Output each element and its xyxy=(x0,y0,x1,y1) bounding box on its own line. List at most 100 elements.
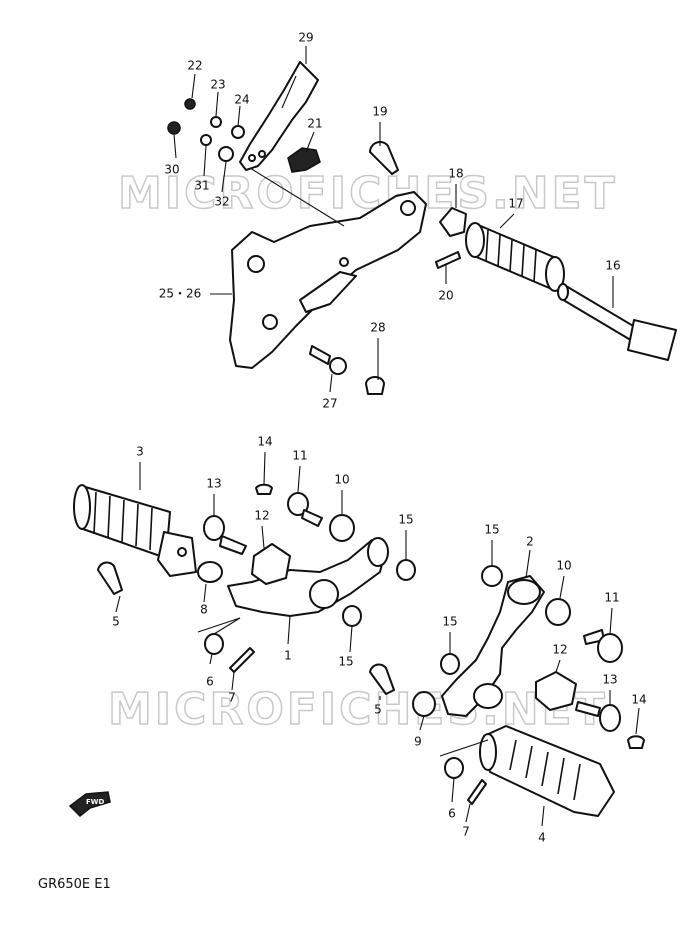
callout-3: 3 xyxy=(136,445,144,459)
bush-10 xyxy=(329,514,355,542)
bush-10 xyxy=(545,598,571,626)
washer-6 xyxy=(204,633,224,655)
spring-8 xyxy=(197,561,223,583)
watermark-top: MICROFICHES.NET xyxy=(118,168,618,219)
bracket-boss xyxy=(247,255,265,273)
watermark-bottom: MICROFICHES.NET xyxy=(108,684,608,735)
callout-17: 17 xyxy=(508,197,523,211)
callout-28: 28 xyxy=(370,321,385,335)
spring-9 xyxy=(412,691,436,717)
callout-19: 19 xyxy=(372,105,387,119)
callout-22: 22 xyxy=(187,59,202,73)
washer-32 xyxy=(218,146,234,162)
washer-24 xyxy=(231,125,245,139)
svg-text:FWD: FWD xyxy=(86,798,105,806)
bolt-11 xyxy=(287,492,323,527)
washer-15 xyxy=(440,653,460,675)
callout-15: 15 xyxy=(484,523,499,537)
bracket-boss xyxy=(473,683,503,709)
callout-5: 5 xyxy=(112,615,120,629)
callout-14: 14 xyxy=(631,693,646,707)
model-code: GR650E E1 xyxy=(38,877,111,892)
bracket-hole xyxy=(339,257,349,267)
callout-4: 4 xyxy=(538,831,546,845)
left-front-footrest-assembly xyxy=(73,451,416,691)
callout-6: 6 xyxy=(448,807,456,821)
footrest-3 xyxy=(73,484,197,577)
bracket-slot xyxy=(281,75,297,109)
callout-13: 13 xyxy=(602,673,617,687)
footrest-bracket-1 xyxy=(227,539,387,617)
collar-12 xyxy=(535,671,577,711)
bracket-cutout xyxy=(299,271,357,313)
cap-28 xyxy=(365,376,385,395)
bolt-13 xyxy=(575,701,621,732)
bracket-boss xyxy=(309,579,339,609)
washer-6 xyxy=(444,757,464,779)
callout-15: 15 xyxy=(338,655,353,669)
stopper-21 xyxy=(287,147,321,173)
bracket-strap-29 xyxy=(239,61,319,171)
cotter-pin-7 xyxy=(467,779,487,805)
callout-11: 11 xyxy=(604,591,619,605)
callout-21: 21 xyxy=(307,117,322,131)
washer-18 xyxy=(439,207,467,237)
bracket-boss xyxy=(400,200,416,216)
bracket-boss xyxy=(507,579,541,605)
footrest-4 xyxy=(479,725,615,817)
callout-18: 18 xyxy=(448,167,463,181)
callout-8: 8 xyxy=(200,603,208,617)
bracket-hole xyxy=(248,154,256,162)
callout-10: 10 xyxy=(334,473,349,487)
callout-30: 30 xyxy=(164,163,179,177)
callout-12: 12 xyxy=(254,509,269,523)
rear-footrest-bracket-assembly xyxy=(167,46,677,395)
callout-15: 15 xyxy=(442,615,457,629)
bolt-13 xyxy=(203,515,247,555)
right-front-footrest-assembly xyxy=(369,540,645,827)
callout-12: 12 xyxy=(552,643,567,657)
callout-7: 7 xyxy=(462,825,470,839)
fwd-arrow: FWD xyxy=(68,791,111,818)
callout-25-26: 25・26 xyxy=(159,287,202,301)
cap-14 xyxy=(255,483,273,495)
washer-15 xyxy=(481,565,503,587)
callout-16: 16 xyxy=(605,259,620,273)
washer-15 xyxy=(342,605,362,627)
callout-9: 9 xyxy=(414,735,422,749)
callout-2: 2 xyxy=(526,535,534,549)
bolt-30 xyxy=(167,121,181,135)
footrest-bracket-2 xyxy=(441,575,545,717)
callout-15: 15 xyxy=(398,513,413,527)
callout-6: 6 xyxy=(206,675,214,689)
callout-23: 23 xyxy=(210,78,225,92)
callout-13: 13 xyxy=(206,477,221,491)
bolt-11 xyxy=(583,629,623,663)
callout-32: 32 xyxy=(214,195,229,209)
callout-31: 31 xyxy=(194,179,209,193)
washer-15 xyxy=(396,559,416,581)
callout-7: 7 xyxy=(228,691,236,705)
nut-23 xyxy=(210,116,222,128)
bracket-boss xyxy=(367,537,389,567)
pin-5 xyxy=(97,561,123,595)
bracket-hole xyxy=(258,150,266,158)
cap-14 xyxy=(627,735,645,749)
callout-11: 11 xyxy=(292,449,307,463)
footrest-pin-16 xyxy=(557,283,677,361)
nut-31 xyxy=(200,134,212,146)
cotter-pin-7 xyxy=(229,647,255,673)
callout-5: 5 xyxy=(374,703,382,717)
footrest-rubber-17 xyxy=(465,222,565,292)
callout-10: 10 xyxy=(556,559,571,573)
bolt-22 xyxy=(184,98,196,110)
callout-14: 14 xyxy=(257,435,272,449)
bracket-boss xyxy=(262,314,278,330)
callout-20: 20 xyxy=(438,289,453,303)
callout-24: 24 xyxy=(234,93,249,107)
collar-12 xyxy=(251,543,291,585)
callout-1: 1 xyxy=(284,649,292,663)
callout-29: 29 xyxy=(298,31,313,45)
cotter-pin-20 xyxy=(435,251,461,269)
